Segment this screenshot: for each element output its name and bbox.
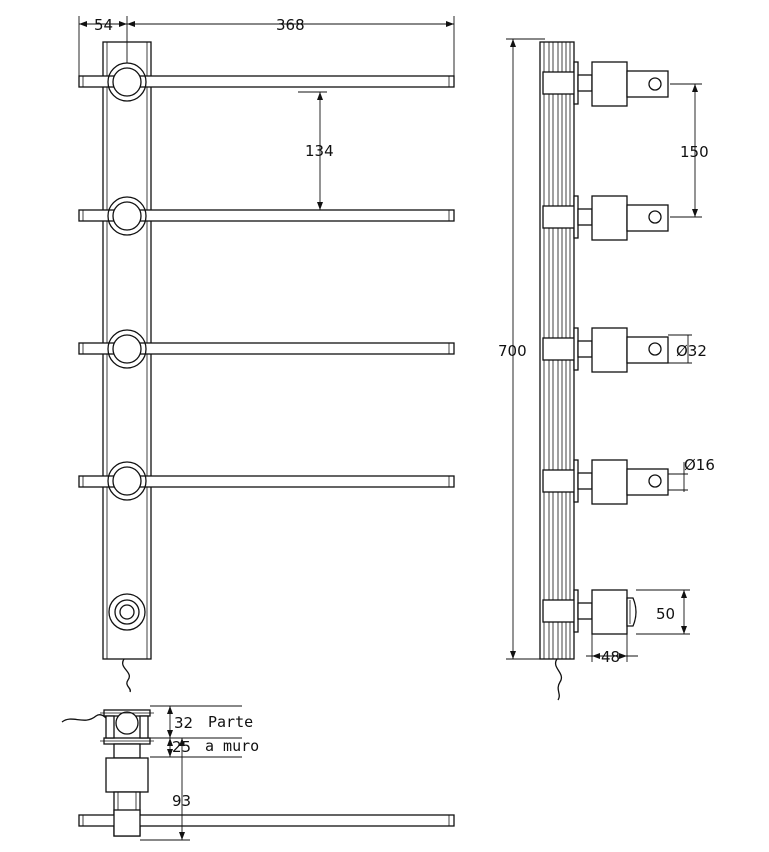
plan-view: 32 25 93 Parte a muro	[61, 705, 455, 841]
dim-side-spacing: 150	[680, 143, 709, 161]
dim-bracket-height: 50	[656, 605, 675, 623]
side-view: 700 150 Ø32 Ø16	[498, 38, 715, 701]
side-bracket-3	[542, 327, 669, 373]
bracket-depth-dimension: 48	[586, 634, 638, 666]
note-wall-line2: a muro	[205, 737, 259, 755]
plan-bar	[78, 814, 455, 827]
dim-pin-diameter: Ø16	[684, 456, 715, 474]
side-bracket-4	[542, 459, 669, 505]
pin-diameter-dimension: Ø16	[668, 456, 715, 492]
wall-cable	[61, 714, 107, 723]
bracket-height-dimension: 50	[636, 589, 690, 635]
dim-bracket-depth: 48	[601, 648, 620, 666]
total-height-dimension: 700	[498, 38, 545, 660]
front-bar-4	[78, 461, 455, 501]
side-bracket-1	[542, 61, 669, 107]
valve-connector	[108, 593, 146, 631]
dim-bar-diameter: Ø32	[676, 342, 707, 360]
bar-spacing-dimension: 134	[298, 91, 334, 211]
dim-front-offset: 54	[94, 16, 113, 34]
side-bracket-2	[542, 195, 669, 241]
dim-plan-projection: 93	[172, 792, 191, 810]
note-wall-line1: Parte	[208, 713, 253, 731]
dim-plan-flange: 25	[172, 738, 191, 756]
side-cable	[555, 658, 562, 701]
dim-bar-spacing: 134	[305, 142, 334, 160]
dim-plan-pipe: 32	[174, 714, 193, 732]
front-bar-1	[78, 62, 455, 102]
front-cable	[122, 658, 131, 693]
front-view: 54 368 134	[78, 16, 455, 693]
front-bar-2	[78, 196, 455, 236]
front-bar-3	[78, 329, 455, 369]
bar-diameter-dimension: Ø32	[668, 334, 707, 364]
side-bracket-5	[542, 589, 637, 635]
plan-dimensions: 32 25 93	[140, 705, 242, 841]
plan-pipe	[115, 711, 139, 735]
side-spacing-dimension: 150	[670, 83, 709, 218]
dim-total-height: 700	[498, 342, 527, 360]
dim-front-width: 368	[276, 16, 305, 34]
front-width-dimension: 54 368	[78, 16, 455, 76]
